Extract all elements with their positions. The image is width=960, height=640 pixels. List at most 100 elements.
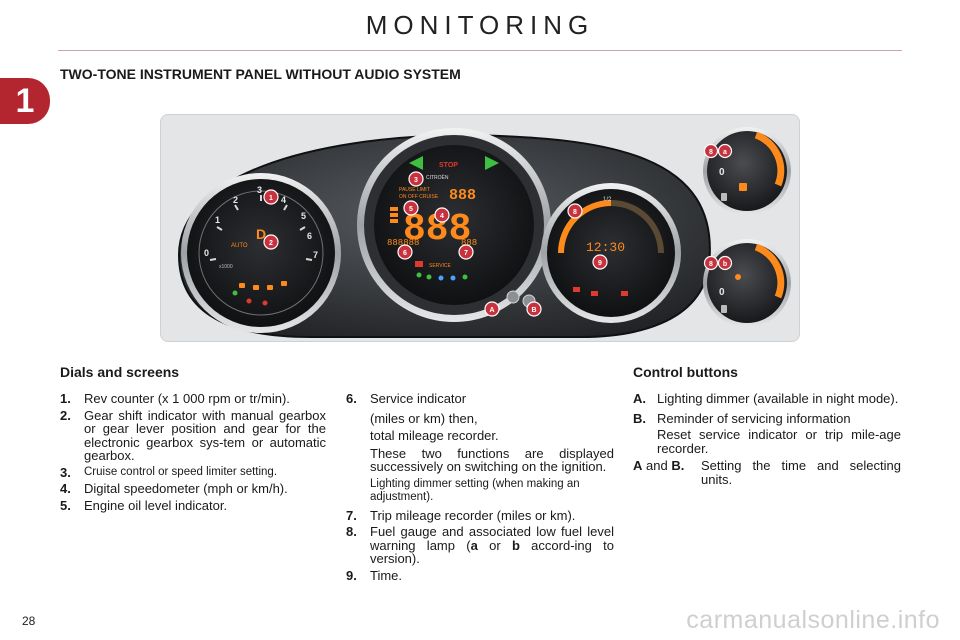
item-text: Cruise control or speed limiter setting. bbox=[84, 465, 278, 478]
rev-tick-7: 7 bbox=[313, 250, 318, 260]
item-number: 9. bbox=[346, 567, 357, 583]
inset-a-empty-mark: 0 bbox=[719, 167, 725, 178]
item-number: 5. bbox=[60, 497, 71, 513]
item-number: 8. bbox=[346, 524, 357, 539]
list-item: 2. Gear shift indicator with manual gear… bbox=[60, 407, 326, 463]
item-number: 6. bbox=[346, 391, 357, 406]
item-number: 7. bbox=[346, 507, 357, 523]
controls-heading: Control buttons bbox=[633, 364, 738, 380]
trip-recorder: 888 bbox=[461, 238, 477, 248]
item-8-letter-a: a bbox=[470, 537, 478, 553]
item-text: Engine oil level indicator. bbox=[84, 497, 228, 513]
list-item: 7. Trip mileage recorder (miles or km). bbox=[346, 507, 614, 523]
callout-8-inset-b: 8 bbox=[709, 261, 713, 268]
fuel-half-label: 1/2 bbox=[603, 197, 612, 203]
section-title: TWO-TONE INSTRUMENT PANEL WITHOUT AUDIO … bbox=[60, 66, 461, 82]
auto-label: AUTO bbox=[231, 243, 248, 249]
inset-b-empty-mark: 0 bbox=[719, 287, 725, 298]
callout-a-button: A bbox=[489, 307, 494, 314]
item-text: Rev counter (x 1 000 rpm or tr/min). bbox=[84, 391, 290, 406]
dials-heading: Dials and screens bbox=[60, 364, 180, 380]
list-item: B. Reminder of servicing information bbox=[633, 410, 901, 426]
callout-b-inset: b bbox=[723, 261, 727, 268]
brand-label: CITROËN bbox=[426, 174, 449, 181]
item-6-line-4: These two functions are displayed succes… bbox=[370, 445, 614, 474]
list-item: A and B. Setting the time and selecting … bbox=[633, 459, 901, 486]
rev-warning-lamps bbox=[239, 281, 287, 290]
dials-list-continued: 6. Service indicator (miles or km) then,… bbox=[346, 392, 614, 585]
item-text: Reminder of servicing information bbox=[657, 410, 851, 426]
callout-3: 3 bbox=[414, 177, 418, 184]
header-divider bbox=[58, 50, 902, 51]
callout-b-button: B bbox=[531, 307, 536, 314]
stop-label: STOP bbox=[439, 162, 458, 169]
item-b-line-2: Reset service indicator or trip mile-age… bbox=[657, 427, 901, 456]
list-item: 5. Engine oil level indicator. bbox=[60, 497, 326, 513]
item-text: Digital speedometer (mph or km/h). bbox=[84, 481, 288, 496]
callout-a-inset: a bbox=[723, 149, 727, 156]
list-item: 6. Service indicator bbox=[346, 392, 614, 406]
rev-tick-4: 4 bbox=[281, 195, 286, 205]
item-number: A and B. bbox=[633, 459, 701, 486]
item-text: Time. bbox=[370, 567, 403, 583]
cruise-speed-digits: 888 bbox=[449, 187, 476, 204]
item-6-line-5: Lighting dimmer setting (when making an … bbox=[370, 477, 580, 504]
item-number: 1. bbox=[60, 391, 71, 406]
chapter-tab[interactable]: 1 bbox=[0, 78, 50, 124]
callout-8: 8 bbox=[573, 209, 577, 216]
callout-8-inset-a: 8 bbox=[709, 149, 713, 156]
service-label: SERVICE bbox=[429, 263, 452, 269]
item-8-letter-b: b bbox=[511, 537, 520, 553]
pause-limit-label: PAUSE LIMIT bbox=[399, 187, 430, 193]
rev-tick-0: 0 bbox=[204, 248, 209, 258]
item-text: Setting the time and selecting units. bbox=[701, 458, 901, 487]
page-header-title: MONITORING bbox=[365, 10, 595, 40]
fuel-inset-b bbox=[707, 243, 787, 323]
rev-tick-5: 5 bbox=[301, 211, 306, 221]
list-item: 4. Digital speedometer (mph or km/h). bbox=[60, 482, 326, 496]
callout-4: 4 bbox=[440, 213, 444, 220]
clock-display: 12:30 bbox=[586, 240, 625, 255]
item-text: Gear shift indicator with manual gearbox… bbox=[84, 407, 326, 463]
callout-6: 6 bbox=[403, 250, 407, 257]
item-number: 4. bbox=[60, 481, 71, 496]
list-item: 8. Fuel gauge and associated low fuel le… bbox=[346, 525, 614, 566]
item-ab-and: and bbox=[642, 458, 672, 473]
callout-5: 5 bbox=[409, 206, 413, 213]
callout-7: 7 bbox=[464, 250, 468, 257]
rev-tick-2: 2 bbox=[233, 195, 238, 205]
item-text: Lighting dimmer (available in night mode… bbox=[657, 391, 899, 406]
page-number: 28 bbox=[22, 614, 36, 628]
instrument-panel-illustration: 0 1 2 3 4 5 6 7 x1000 D AUTO STOP CITROË… bbox=[160, 114, 800, 342]
item-ab-letter-a: A bbox=[633, 458, 643, 473]
item-number: A. bbox=[633, 391, 646, 406]
item-number: B. bbox=[633, 410, 646, 426]
item-6-line-2: (miles or km) then, bbox=[370, 410, 478, 426]
controls-list: A. Lighting dimmer (available in night m… bbox=[633, 392, 901, 489]
watermark: carmanualsonline.info bbox=[686, 606, 940, 634]
right-turn-arrow bbox=[485, 156, 499, 170]
list-item: A. Lighting dimmer (available in night m… bbox=[633, 392, 901, 406]
item-6-line-3: total mileage recorder. bbox=[370, 428, 499, 443]
item-text: Service indicator bbox=[370, 391, 467, 406]
gear-indicator: D bbox=[256, 226, 266, 242]
item-text: Fuel gauge and associated low fuel level… bbox=[370, 525, 614, 566]
list-item: 1. Rev counter (x 1 000 rpm or tr/min). bbox=[60, 392, 326, 406]
chapter-number: 1 bbox=[15, 81, 35, 120]
item-8-or: or bbox=[477, 537, 512, 553]
callout-9: 9 bbox=[598, 260, 602, 267]
rev-tick-6: 6 bbox=[307, 231, 312, 241]
x1000-label: x1000 bbox=[219, 264, 233, 270]
left-turn-arrow bbox=[409, 156, 423, 170]
item-ab-letter-b: B. bbox=[671, 458, 685, 473]
item-number: 3. bbox=[60, 464, 71, 480]
callout-1: 1 bbox=[269, 195, 273, 202]
rev-tick-3: 3 bbox=[257, 185, 262, 195]
list-item: 3. Cruise control or speed limiter setti… bbox=[60, 464, 326, 480]
item-8-text-start: Fuel gauge and associated low fuel level… bbox=[370, 524, 614, 553]
callout-2: 2 bbox=[269, 240, 273, 247]
item-text: Trip mileage recorder (miles or km). bbox=[370, 507, 576, 523]
list-item: 9. Time. bbox=[346, 567, 614, 583]
item-8-text-end: accord-ing to version). bbox=[370, 537, 614, 566]
odometer: 888888 bbox=[387, 238, 419, 248]
